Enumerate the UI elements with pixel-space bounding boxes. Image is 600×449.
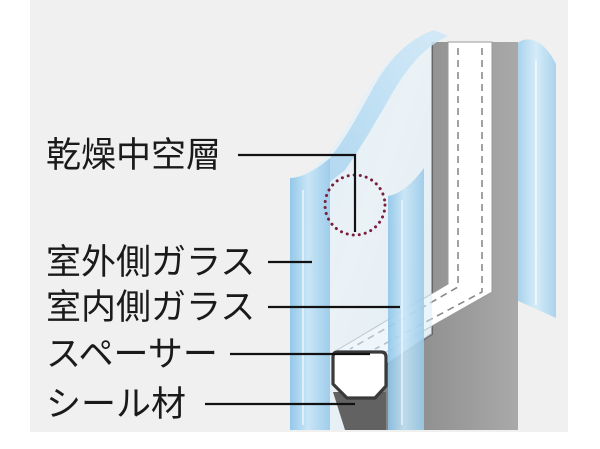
label-dry-air-layer: 乾燥中空層: [46, 136, 221, 176]
outer-glass-pane: [290, 158, 330, 430]
label-inner-glass: 室内側ガラス: [46, 288, 255, 328]
leader-line-dry-air-layer: [238, 153, 357, 232]
sealant-block: [333, 392, 386, 430]
label-outer-glass: 室外側ガラス: [46, 243, 255, 283]
outer-glass-wave-edge: [330, 30, 448, 182]
label-sealant: シール材: [46, 385, 186, 425]
spacer-cross-section: [331, 350, 388, 400]
inner-glass-pane: [388, 168, 424, 430]
label-spacer: スペーサー: [46, 335, 218, 375]
